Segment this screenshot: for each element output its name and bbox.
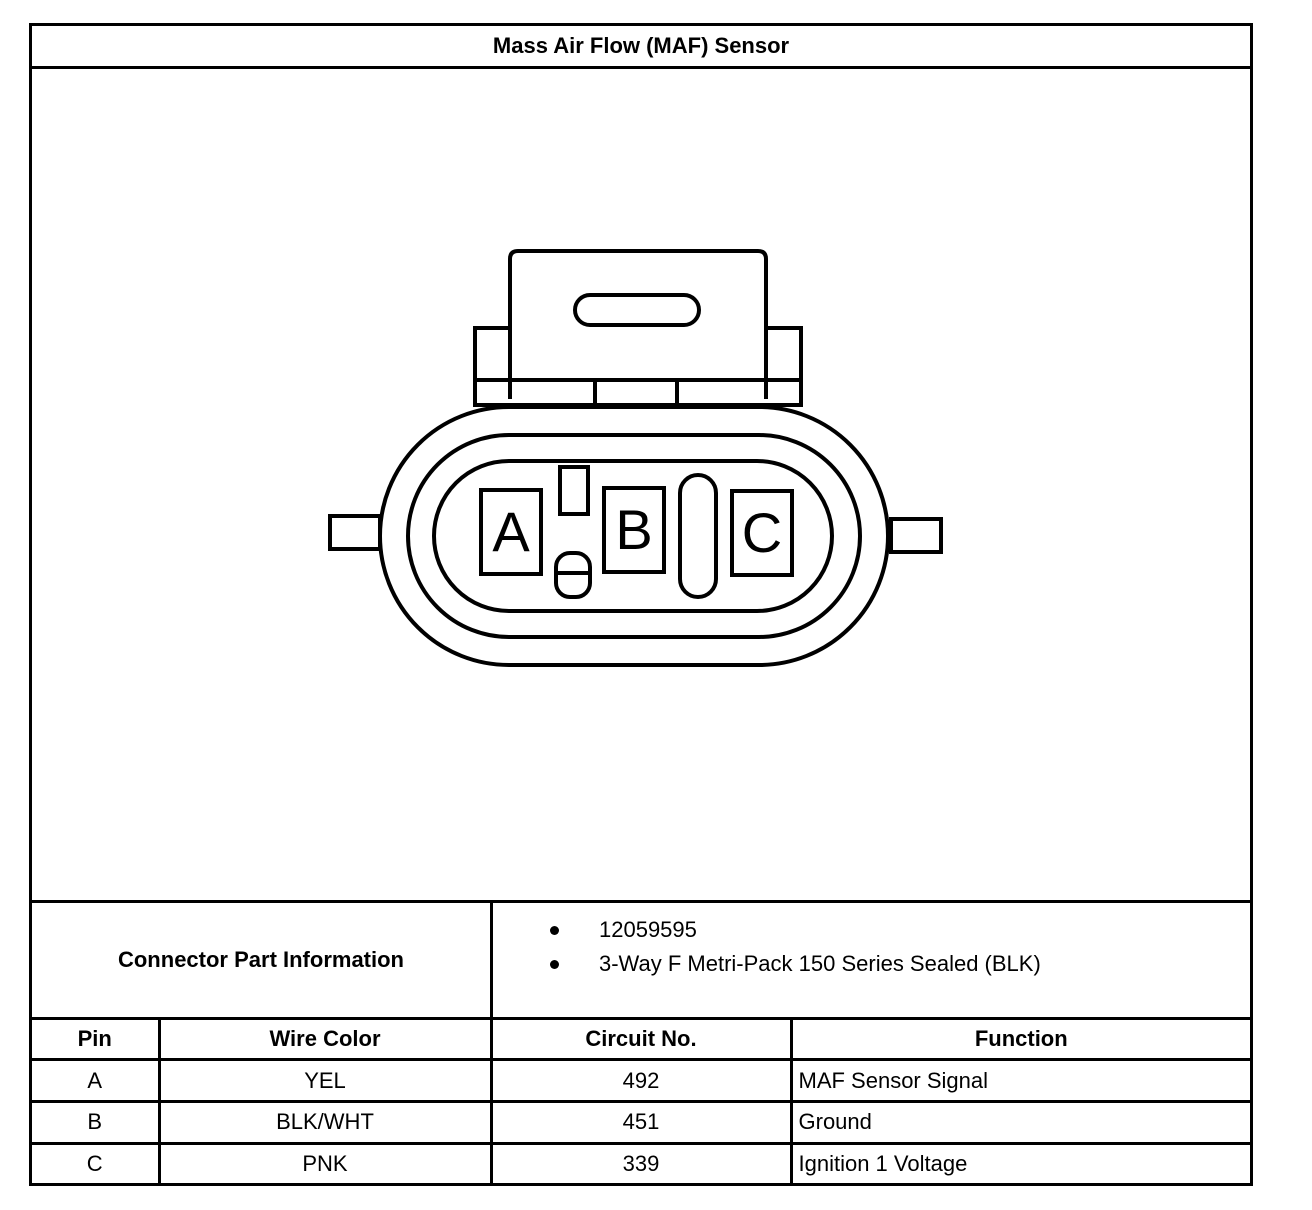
connector-diagram: A B C (32, 69, 1250, 903)
header-wire-color: Wire Color (157, 1020, 493, 1062)
bullet-icon (550, 960, 559, 969)
cell-circuit: 492 (489, 1058, 793, 1103)
connector-part-information: Connector Part Information 12059595 3-Wa… (32, 903, 1250, 1020)
cell-wire-color: YEL (157, 1058, 493, 1103)
pin-cavity-b (602, 486, 666, 574)
header-circuit-no: Circuit No. (489, 1020, 793, 1062)
connector-face-drawing: A B C (328, 249, 943, 667)
cell-function: Ground (789, 1100, 1250, 1145)
wiring-sheet: Mass Air Flow (MAF) Sensor (29, 23, 1253, 1186)
side-ear-left (328, 514, 382, 551)
cell-function: Ignition 1 Voltage (789, 1141, 1250, 1183)
table-row: A YEL 492 MAF Sensor Signal (32, 1058, 1250, 1103)
cell-circuit: 451 (489, 1100, 793, 1145)
pin-cavity-a (479, 488, 543, 576)
connector-shell-outer (378, 405, 890, 667)
header-pin: Pin (32, 1020, 161, 1062)
list-item: 3-Way F Metri-Pack 150 Series Sealed (BL… (493, 947, 1041, 981)
pin-table: Pin Wire Color Circuit No. Function A YE… (32, 1020, 1250, 1183)
pin-label-b: B (615, 498, 652, 561)
connector-latch (508, 249, 768, 399)
connector-part-info-label: Connector Part Information (32, 903, 493, 1017)
cell-pin: B (32, 1100, 161, 1145)
table-row: C PNK 339 Ignition 1 Voltage (32, 1141, 1250, 1183)
table-header-row: Pin Wire Color Circuit No. Function (32, 1020, 1250, 1062)
cell-wire-color: PNK (157, 1141, 493, 1183)
cell-circuit: 339 (489, 1141, 793, 1183)
cell-function: MAF Sensor Signal (789, 1058, 1250, 1103)
key-tab (558, 465, 590, 516)
pin-cavity-c (730, 489, 794, 577)
cell-wire-color: BLK/WHT (157, 1100, 493, 1145)
latch-slot (573, 293, 701, 327)
latch-guide-left (473, 326, 512, 382)
list-item: 12059595 (493, 913, 1041, 947)
header-function: Function (789, 1020, 1250, 1062)
part-info-list: 12059595 3-Way F Metri-Pack 150 Series S… (493, 913, 1041, 981)
connector-shell-middle (406, 433, 862, 639)
cell-pin: C (32, 1141, 161, 1183)
connector-shell-inner (432, 459, 834, 613)
side-ear-right (889, 517, 943, 554)
part-number: 12059595 (599, 917, 697, 942)
table-row: B BLK/WHT 451 Ground (32, 1100, 1250, 1145)
diagram-title: Mass Air Flow (MAF) Sensor (32, 26, 1250, 69)
pin-label-c: C (742, 501, 782, 564)
cell-pin: A (32, 1058, 161, 1103)
polarity-rib (678, 473, 718, 599)
pin-label-a: A (492, 500, 530, 563)
bullet-icon (550, 926, 559, 935)
key-post (554, 551, 592, 599)
latch-base (473, 378, 803, 407)
connector-description: 3-Way F Metri-Pack 150 Series Sealed (BL… (599, 951, 1041, 976)
latch-guide-right (764, 326, 803, 382)
